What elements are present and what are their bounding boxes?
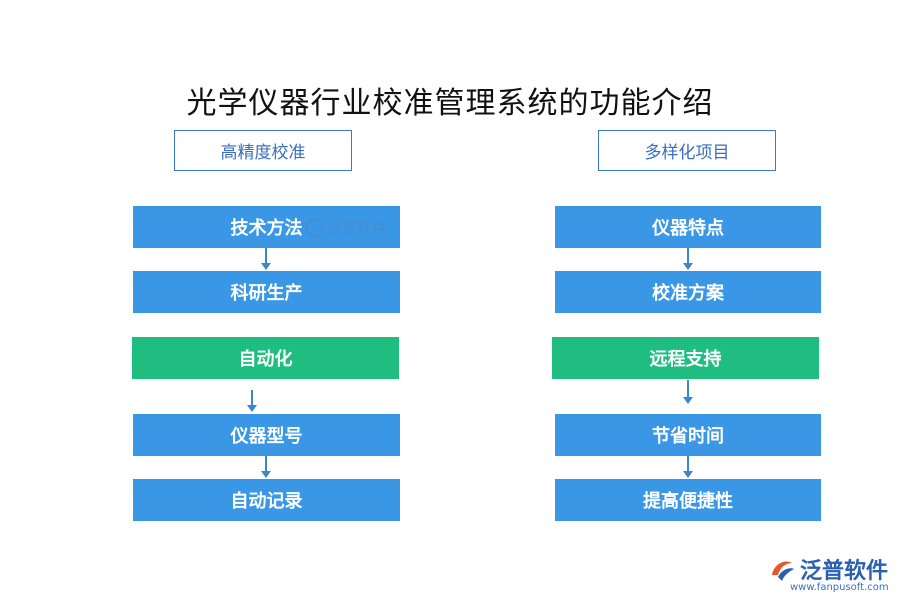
left-arrow-1 xyxy=(261,248,271,270)
fanpu-logo-icon xyxy=(768,555,796,583)
right-arrow-1 xyxy=(683,248,693,270)
left-item-3: 自动化 xyxy=(132,337,399,379)
left-item-4: 仪器型号 xyxy=(133,414,400,456)
right-item-2: 校准方案 xyxy=(555,271,821,313)
left-header-box: 高精度校准 xyxy=(174,130,352,171)
watermark-text: 泛普软件 xyxy=(327,219,388,237)
left-item-5: 自动记录 xyxy=(133,479,400,521)
right-header-box: 多样化项目 xyxy=(598,130,776,171)
left-arrow-3 xyxy=(261,456,271,478)
brand-name: 泛普软件 xyxy=(800,559,889,584)
right-item-5: 提高便捷性 xyxy=(555,479,821,521)
left-item-2: 科研生产 xyxy=(133,271,400,313)
right-item-1: 仪器特点 xyxy=(555,206,821,248)
brand-logo: 泛普软件 xyxy=(768,553,888,585)
left-arrow-2 xyxy=(247,390,257,412)
left-item-1: 技术方法 xyxy=(133,206,400,248)
right-arrow-2 xyxy=(683,380,693,404)
watermark-logo-icon xyxy=(305,218,323,237)
right-arrow-3 xyxy=(683,456,693,478)
right-item-3: 远程支持 xyxy=(552,337,819,379)
brand-url: www.fanpusoft.com xyxy=(790,582,889,593)
watermark: 泛普软件 xyxy=(305,217,387,238)
page-title: 光学仪器行业校准管理系统的功能介绍 xyxy=(186,86,714,121)
right-item-4: 节省时间 xyxy=(555,414,821,456)
